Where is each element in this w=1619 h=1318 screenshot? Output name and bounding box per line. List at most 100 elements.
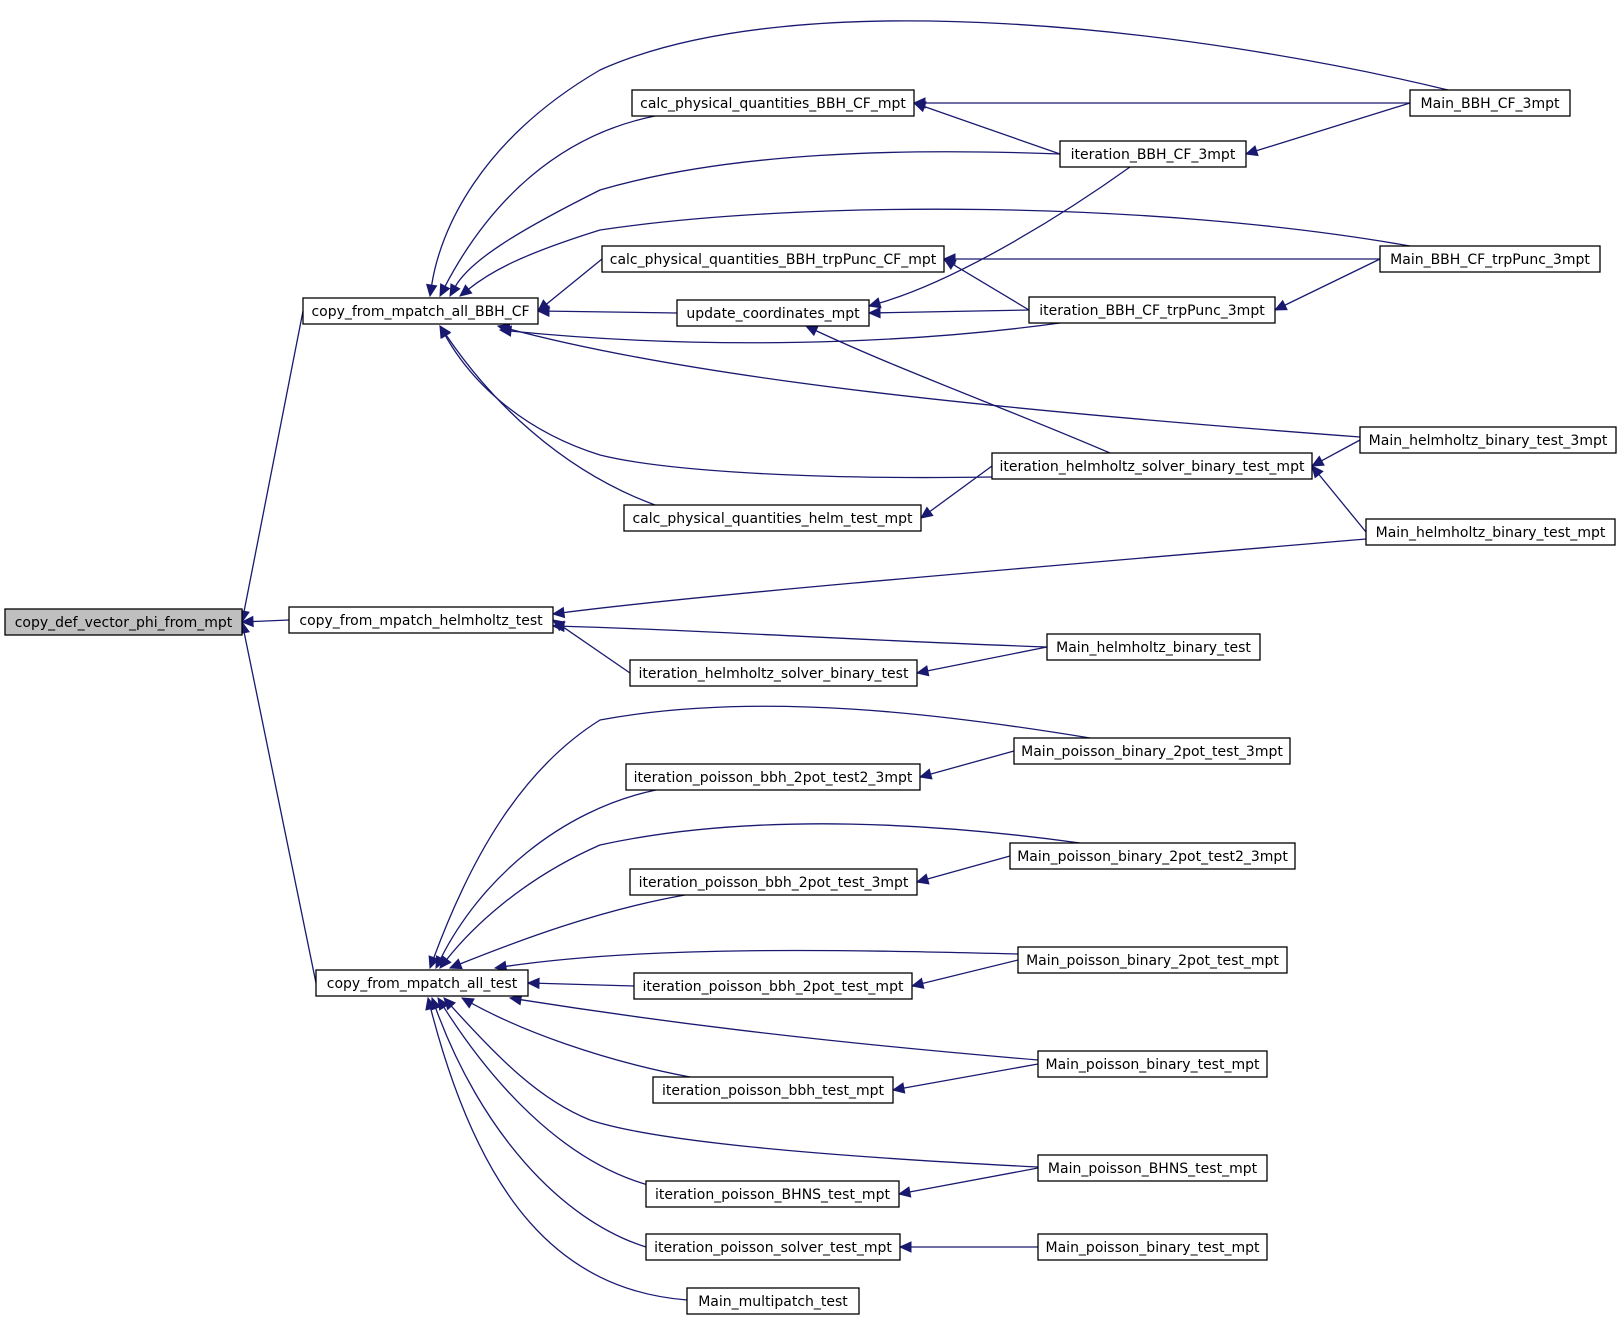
node-iter-bbh[interactable]: iteration_BBH_CF_3mpt <box>1059 140 1247 168</box>
arrowhead <box>910 977 925 989</box>
edge-main_helm3-to-all_bbh <box>507 327 1361 438</box>
node-box[interactable] <box>631 89 915 117</box>
edge-iter_p2m-to-all_test <box>537 982 635 987</box>
node-box[interactable] <box>1013 737 1291 765</box>
node-iter-helm[interactable]: iteration_helmholtz_solver_binary_test <box>629 659 918 687</box>
node-label: calc_physical_quantities_BBH_trpPunc_CF_… <box>610 252 937 268</box>
edge-iter_pbt-to-all_test <box>470 1002 691 1078</box>
node-box[interactable] <box>686 1287 860 1315</box>
edge-update-to-all_bbh <box>547 310 678 314</box>
node-box[interactable] <box>1359 426 1617 454</box>
node-calc-trp[interactable]: calc_physical_quantities_BBH_trpPunc_CF_… <box>601 245 945 273</box>
edge-main_helm_mpt-to-helm <box>562 538 1367 614</box>
node-main-helm3[interactable]: Main_helmholtz_binary_test_3mpt <box>1359 426 1617 454</box>
node-helm[interactable]: copy_from_mpatch_helmholtz_test <box>288 606 554 634</box>
node-box[interactable] <box>1046 633 1261 661</box>
node-label: iteration_poisson_bbh_2pot_test_3mpt <box>639 875 909 891</box>
node-box[interactable] <box>1379 245 1601 273</box>
arrowhead <box>898 1241 912 1253</box>
arrowhead <box>439 955 452 969</box>
node-calc-bbh[interactable]: calc_physical_quantities_BBH_CF_mpt <box>631 89 915 117</box>
node-box[interactable] <box>315 969 529 997</box>
node-main-trp[interactable]: Main_BBH_CF_trpPunc_3mpt <box>1379 245 1601 273</box>
edge-main_multi-to-all_test <box>429 1007 688 1301</box>
arrowhead <box>496 323 511 335</box>
node-label: copy_from_mpatch_all_BBH_CF <box>311 304 529 320</box>
node-main-multi[interactable]: Main_multipatch_test <box>686 1287 860 1315</box>
node-box[interactable] <box>1037 1050 1268 1078</box>
node-calc-helm[interactable]: calc_physical_quantities_helm_test_mpt <box>623 504 922 532</box>
node-iter-helm-mpt[interactable]: iteration_helmholtz_solver_binary_test_m… <box>991 452 1313 480</box>
edge-calc_trp-to-all_bbh <box>545 258 603 306</box>
node-box[interactable] <box>629 659 918 687</box>
node-box[interactable] <box>645 1233 901 1261</box>
node-iter-trp[interactable]: iteration_BBH_CF_trpPunc_3mpt <box>1028 296 1276 324</box>
node-main-bbh[interactable]: Main_BBH_CF_3mpt <box>1409 89 1571 117</box>
edge-calc_helm-to-all_bbh <box>445 333 656 506</box>
edge-iter_p2t2-to-all_test <box>439 789 657 960</box>
edge-iter_trp-to-calc_trp <box>952 263 1030 311</box>
node-box[interactable] <box>652 1076 894 1104</box>
node-box[interactable] <box>991 452 1313 480</box>
node-all-bbh[interactable]: copy_from_mpatch_all_BBH_CF <box>302 297 539 325</box>
arrowhead <box>439 324 451 339</box>
node-main-p2m[interactable]: Main_poisson_binary_2pot_test_mpt <box>1017 946 1288 974</box>
arrowhead <box>920 506 934 519</box>
node-box[interactable] <box>1365 518 1616 546</box>
node-box[interactable] <box>1409 89 1571 117</box>
node-box[interactable] <box>601 245 945 273</box>
node-box[interactable] <box>629 868 918 896</box>
node-box[interactable] <box>676 299 870 327</box>
node-box[interactable] <box>623 504 922 532</box>
node-box[interactable] <box>1009 842 1296 870</box>
arrowhead <box>912 101 927 113</box>
node-label: iteration_helmholtz_solver_binary_test <box>639 666 909 682</box>
edge-main_pbt-to-iter_pbt <box>902 1063 1039 1089</box>
node-label: update_coordinates_mpt <box>686 306 860 322</box>
node-main-helm[interactable]: Main_helmholtz_binary_test <box>1046 633 1261 661</box>
node-label: Main_poisson_binary_2pot_test_mpt <box>1026 953 1279 969</box>
node-box[interactable] <box>288 606 554 634</box>
node-box[interactable] <box>645 1180 900 1208</box>
edge-main_p2t23-to-iter_p2t3 <box>926 855 1011 880</box>
node-label: iteration_poisson_bbh_2pot_test_mpt <box>643 979 904 995</box>
edge-iter_bbh-to-all_bbh <box>454 151 1061 288</box>
node-label: iteration_poisson_BHNS_test_mpt <box>655 1187 890 1203</box>
node-iter-psol[interactable]: iteration_poisson_solver_test_mpt <box>645 1233 901 1261</box>
edge-calc_bbh-to-all_bbh <box>444 115 656 288</box>
node-box[interactable] <box>625 763 921 791</box>
node-iter-bhns[interactable]: iteration_poisson_BHNS_test_mpt <box>645 1180 900 1208</box>
node-main-pbt2[interactable]: Main_poisson_binary_test_mpt <box>1037 1233 1268 1261</box>
node-box[interactable] <box>1028 296 1276 324</box>
node-box[interactable] <box>1037 1233 1268 1261</box>
edge-iter_helm_mpt-to-calc_helm <box>928 465 993 513</box>
node-main-p2t23[interactable]: Main_poisson_binary_2pot_test2_3mpt <box>1009 842 1296 870</box>
edge-all_bbh-to-root <box>243 310 304 613</box>
node-box[interactable] <box>4 608 243 636</box>
node-box[interactable] <box>633 972 913 1000</box>
node-iter-p2t3[interactable]: iteration_poisson_bbh_2pot_test_3mpt <box>629 868 918 896</box>
node-label: Main_multipatch_test <box>698 1294 848 1310</box>
edge-iter_p2t3-to-all_test <box>459 894 686 965</box>
node-box[interactable] <box>1037 1154 1268 1182</box>
node-box[interactable] <box>1059 140 1247 168</box>
node-root[interactable]: copy_def_vector_phi_from_mpt <box>4 608 243 636</box>
node-box[interactable] <box>302 297 539 325</box>
node-update[interactable]: update_coordinates_mpt <box>676 299 870 327</box>
node-label: Main_poisson_binary_test_mpt <box>1046 1057 1260 1073</box>
node-main-bhns[interactable]: Main_poisson_BHNS_test_mpt <box>1037 1154 1268 1182</box>
node-label: Main_helmholtz_binary_test_3mpt <box>1369 433 1608 449</box>
node-iter-p2t2[interactable]: iteration_poisson_bbh_2pot_test2_3mpt <box>625 763 921 791</box>
node-all-test[interactable]: copy_from_mpatch_all_test <box>315 969 529 997</box>
node-box[interactable] <box>1017 946 1288 974</box>
node-iter-p2m[interactable]: iteration_poisson_bbh_2pot_test_mpt <box>633 972 913 1000</box>
node-label: Main_poisson_binary_2pot_test_3mpt <box>1021 744 1283 760</box>
nodes-layer: copy_def_vector_phi_from_mpt copy_from_mp… <box>4 89 1617 1315</box>
arrowhead <box>867 307 881 319</box>
node-main-pbt[interactable]: Main_poisson_binary_test_mpt <box>1037 1050 1268 1078</box>
node-label: calc_physical_quantities_helm_test_mpt <box>632 511 913 527</box>
node-main-helm-mpt[interactable]: Main_helmholtz_binary_test_mpt <box>1365 518 1616 546</box>
node-main-p2t3[interactable]: Main_poisson_binary_2pot_test_3mpt <box>1013 737 1291 765</box>
node-iter-pbt[interactable]: iteration_poisson_bbh_test_mpt <box>652 1076 894 1104</box>
edge-iter_bhns-to-all_test <box>442 1006 649 1186</box>
